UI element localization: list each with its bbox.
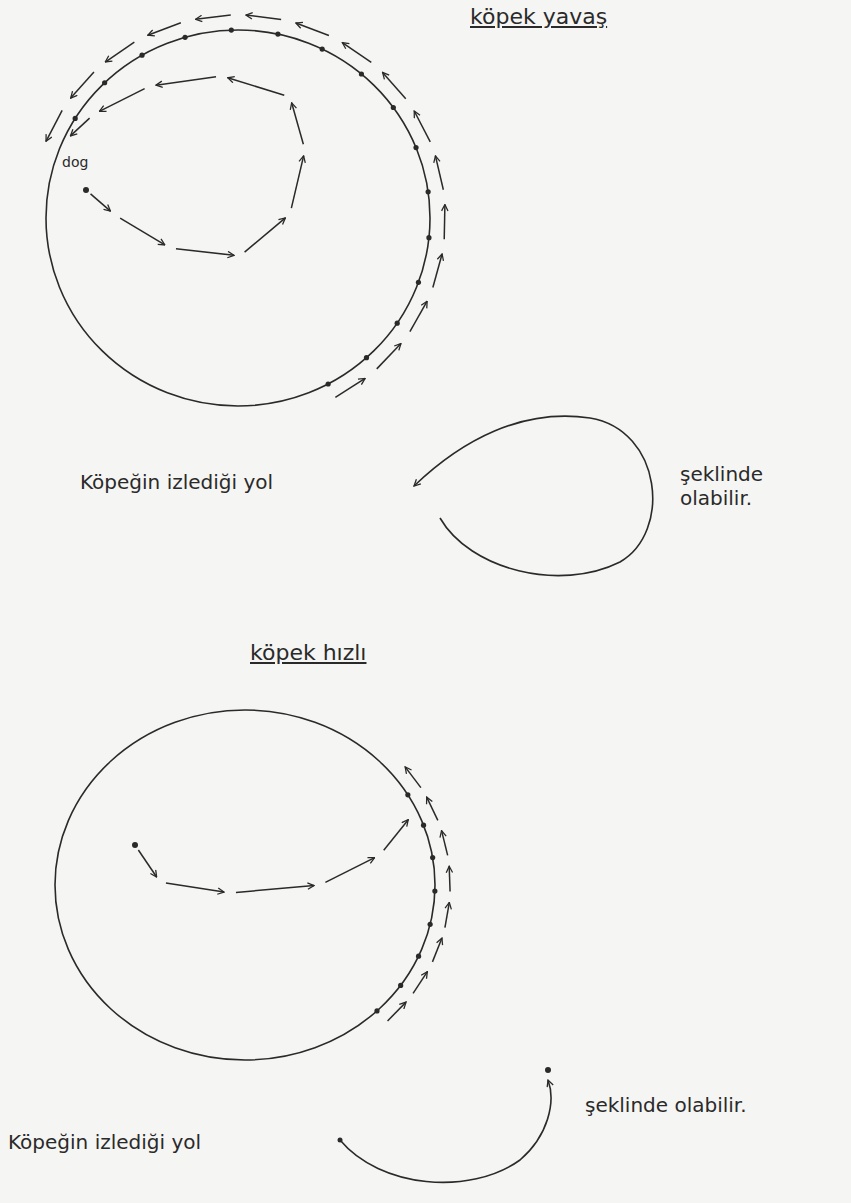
runner-arrow (414, 111, 430, 142)
runner-arrow (246, 15, 281, 19)
runner-arrow (448, 866, 450, 891)
runner-dot (364, 355, 369, 360)
dog-dot (83, 187, 89, 193)
dog-arrow (91, 194, 111, 211)
runner-dot (102, 80, 107, 85)
runner-arrow (71, 72, 94, 98)
runner-arrow (335, 378, 365, 397)
runner-dot (374, 1008, 379, 1013)
note: Köpeğin izlediği yol (80, 470, 273, 494)
note: şeklinde olabilir. (585, 1093, 747, 1117)
runner-dot (320, 46, 325, 51)
runner-dot (421, 823, 426, 828)
track-circle (46, 30, 430, 406)
dog-arrow (138, 850, 156, 877)
runner-arrow (410, 301, 427, 331)
dog-arrow (292, 103, 304, 144)
end-dot (545, 1067, 551, 1073)
runner-arrow (46, 110, 62, 141)
note: şeklinde olabilir. (680, 462, 790, 510)
note: dog (62, 154, 88, 171)
runner-dot (391, 105, 396, 110)
runner-dot (416, 954, 421, 959)
runner-arrow (413, 972, 427, 994)
runner-dot (139, 53, 144, 58)
runner-arrow (442, 831, 448, 856)
runner-arrow (433, 254, 442, 287)
runner-dot (416, 280, 421, 285)
runner-dot (405, 792, 410, 797)
runner-dot (73, 116, 78, 121)
dog-arrow (99, 89, 144, 112)
heading: köpek hızlı (250, 640, 366, 666)
runner-dot (426, 189, 431, 194)
runner-arrow (105, 42, 134, 62)
dog-arrow (120, 218, 165, 245)
runner-dot (428, 922, 433, 927)
runner-dot (398, 983, 403, 988)
runner-arrow (377, 344, 401, 369)
dog-arrow (166, 883, 224, 892)
runner-arrow (388, 1002, 406, 1021)
path-sketch (414, 416, 653, 575)
runner-dot (182, 35, 187, 40)
dog-arrow (228, 78, 285, 95)
dog-arrow (384, 820, 409, 851)
runner-dot (432, 889, 437, 894)
runner-arrow (405, 767, 421, 788)
runner-dot (326, 381, 331, 386)
runner-dot (229, 28, 234, 33)
dog-arrow (291, 156, 303, 208)
runner-dot (426, 235, 431, 240)
runner-dot (413, 145, 418, 150)
runner-dot (430, 855, 435, 860)
dog-arrow (236, 886, 314, 893)
runner-dot (395, 321, 400, 326)
runner-dot (359, 71, 364, 76)
note: Köpeğin izlediği yol (8, 1130, 201, 1154)
runner-arrow (432, 938, 441, 962)
dog-arrow (156, 77, 216, 85)
dog-dot (132, 842, 138, 848)
runner-arrow (342, 43, 371, 63)
dog-arrow (70, 118, 89, 136)
dog-arrow (245, 218, 286, 252)
runner-dot (275, 32, 280, 37)
runner-arrow (196, 15, 231, 19)
track-circle (55, 710, 435, 1060)
runner-arrow (443, 205, 445, 240)
runner-arrow (427, 797, 438, 820)
dog-arrow (325, 858, 374, 883)
runner-arrow (435, 156, 443, 190)
runner-arrow (383, 72, 406, 98)
runner-arrow (148, 23, 181, 35)
runner-arrow (296, 23, 329, 35)
dog-arrow (176, 249, 234, 256)
runner-arrow (445, 902, 449, 927)
start-dot (338, 1138, 343, 1143)
path-sketch (340, 1080, 551, 1182)
heading: köpek yavaş (470, 4, 607, 30)
